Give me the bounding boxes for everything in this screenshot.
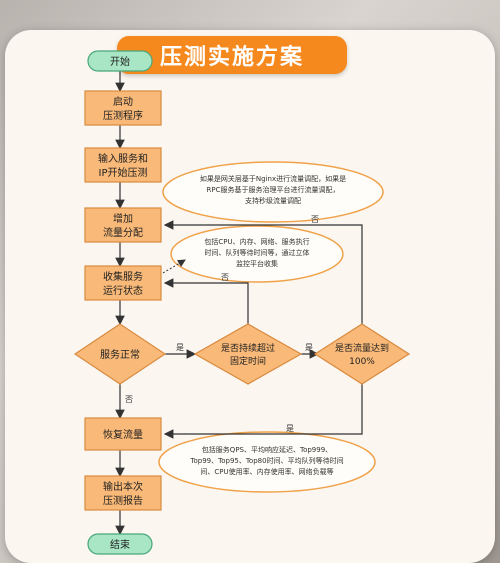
launch-node: 启动 压测程序 [84, 90, 162, 126]
note-report-line: 包括服务QPS、平均响应延迟、Top999、 [202, 445, 332, 454]
note-collect-line: 时间、队列等待时间等，通过立体 [205, 248, 310, 257]
increase-node: 增加 流量分配 [84, 207, 162, 243]
note-collect-line: 包括CPU、内存、网络、服务执行 [204, 237, 309, 246]
note-collect-line: 监控平台收集 [236, 259, 278, 268]
note-increase-line: 支持秒级流量调配 [245, 196, 301, 205]
start-node: 开始 [87, 50, 153, 72]
note-collect: 包括CPU、内存、网络、服务执行 时间、队列等待时间等，通过立体 监控平台收集 [170, 225, 344, 283]
sustain-label: 固定时间 [230, 355, 266, 367]
slide-card: 压测实施方案 如果是网关层基于Nginx进行流量调配，如果是 RPC服务基于服务… [5, 30, 495, 563]
note-increase: 如果是网关层基于Nginx进行流量调配，如果是 RPC服务基于服务治理平台进行流… [162, 161, 384, 223]
restore-node: 恢复流量 [84, 417, 162, 451]
launch-label: 启动 [113, 95, 133, 108]
increase-label: 流量分配 [103, 226, 143, 239]
normal-label: 服务正常 [100, 348, 140, 361]
page-title: 压测实施方案 [117, 36, 347, 74]
edge-label-yes: 是 [286, 424, 294, 433]
report-node: 输出本次 压测报告 [84, 475, 162, 511]
flowchart: 如果是网关层基于Nginx进行流量调配，如果是 RPC服务基于服务治理平台进行流… [73, 50, 411, 555]
sustain-decision: 是否持续超过 固定时间 [193, 323, 303, 385]
note-report: 包括服务QPS、平均响应延迟、Top999、 Top99、Top95、Top80… [158, 431, 376, 493]
input-label: IP开始压测 [99, 166, 148, 179]
collect-label: 收集服务 [103, 270, 143, 283]
edge-label-no: 否 [125, 395, 133, 404]
edge-label-yes: 是 [305, 343, 313, 352]
collect-node: 收集服务 运行状态 [84, 265, 162, 301]
reached-decision: 是否流量达到 100% [313, 323, 411, 385]
report-label: 压测报告 [103, 494, 143, 507]
restore-label: 恢复流量 [103, 428, 143, 441]
note-increase-line: 如果是网关层基于Nginx进行流量调配，如果是 [200, 174, 346, 183]
edge-label-no: 否 [221, 273, 229, 282]
edge-label-yes: 是 [176, 343, 184, 352]
input-node: 输入服务和 IP开始压测 [84, 147, 162, 183]
start-label: 开始 [110, 55, 130, 68]
report-label: 输出本次 [103, 480, 143, 493]
edge-label-no: 否 [311, 215, 319, 224]
end-label: 结束 [110, 538, 130, 551]
increase-label: 增加 [113, 212, 133, 225]
input-label: 输入服务和 [98, 152, 148, 165]
note-report-line: 间、CPU使用率、内存使用率、网络负载等 [200, 467, 333, 476]
normal-decision: 服务正常 [73, 323, 167, 385]
end-node: 结束 [87, 533, 153, 555]
note-increase-line: RPC服务基于服务治理平台进行流量调配， [207, 185, 340, 194]
reached-label: 是否流量达到 [335, 342, 389, 354]
note-report-line: Top99、Top95、Top80时间、平均队列等待时间 [189, 456, 343, 465]
sustain-label: 是否持续超过 [221, 342, 275, 354]
note-connector [162, 259, 186, 274]
launch-label: 压测程序 [103, 109, 143, 122]
edges [115, 71, 363, 536]
collect-label: 运行状态 [103, 284, 143, 297]
reached-label: 100% [349, 357, 375, 367]
